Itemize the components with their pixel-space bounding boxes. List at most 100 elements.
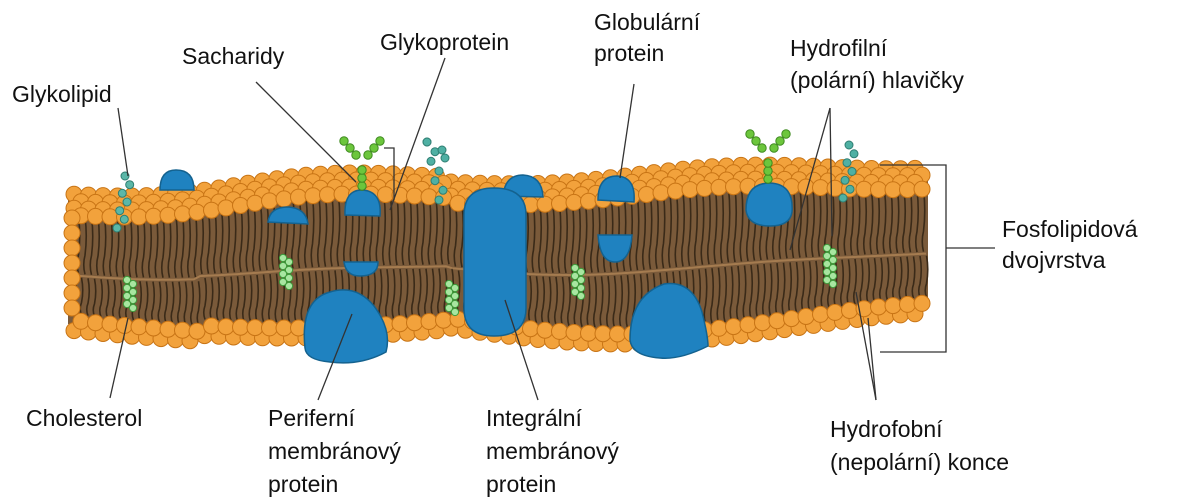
label-line: Hydrofilní — [790, 35, 888, 61]
sugar-bead — [776, 137, 784, 145]
label-line: Hydrofobní — [830, 416, 943, 442]
sugar-bead — [370, 144, 378, 152]
label-glycolipid: Glykolipid — [12, 81, 112, 107]
glycolipid-chain — [839, 194, 847, 202]
sugar-bead — [352, 151, 360, 159]
label-line: Glykoprotein — [380, 29, 509, 55]
glycolipid-chain — [116, 207, 124, 215]
phospholipid-head — [262, 193, 278, 209]
phospholipid-head — [64, 225, 80, 241]
glycolipid-chain — [435, 167, 443, 175]
phospholipid-head — [726, 319, 742, 335]
phospholipid-head — [131, 319, 147, 335]
phospholipid-head — [697, 180, 713, 196]
phospholipid-head — [581, 325, 597, 341]
phospholipid-head — [682, 182, 698, 198]
glycolipid-chain — [841, 176, 849, 184]
phospholipid-head — [247, 320, 263, 336]
phospholipid-head — [88, 315, 104, 331]
phospholipid-head — [755, 315, 771, 331]
glycolipid-chain — [427, 157, 435, 165]
phospholipid-head — [784, 311, 800, 327]
label-line: protein — [594, 40, 664, 66]
cholesterol-bead — [577, 292, 584, 299]
phospholipid-head — [581, 193, 597, 209]
phospholipid-head — [64, 240, 80, 256]
leader-line — [868, 318, 876, 400]
phospholipid-head — [566, 325, 582, 341]
phospholipid-head — [64, 255, 80, 271]
phospholipid-head — [131, 209, 147, 225]
phospholipid-head — [798, 309, 814, 325]
phospholipid-head — [305, 188, 321, 204]
label-cholesterol: Cholesterol — [26, 405, 142, 431]
phospholipid-head — [827, 180, 843, 196]
phospholipid-head — [537, 322, 553, 338]
phospholipid-head — [189, 323, 205, 339]
phospholipid-head — [146, 208, 162, 224]
phospholipid-head — [552, 196, 568, 212]
cholesterol-bead — [129, 304, 136, 311]
glycolipid-chain — [120, 215, 128, 223]
phospholipid-head — [262, 320, 278, 336]
glycolipid-chain — [126, 181, 134, 189]
label-line: protein — [486, 471, 556, 497]
sugar-bead — [764, 159, 772, 167]
label-bilayer: Fosfolipidová dvojvrstva — [1002, 216, 1138, 273]
phospholipid-head — [726, 179, 742, 195]
phospholipid-head — [218, 319, 234, 335]
phospholipid-head — [233, 198, 249, 214]
phospholipid-head — [711, 320, 727, 336]
label-glycoprotein: Glykoprotein — [380, 29, 509, 55]
phospholipid-head — [175, 322, 191, 338]
phospholipid-head — [566, 194, 582, 210]
phospholipid-head — [900, 296, 916, 312]
label-line: Cholesterol — [26, 405, 142, 431]
label-hydrophobic-tails: Hydrofobní (nepolární) konce — [830, 416, 1009, 475]
label-line: Fosfolipidová — [1002, 216, 1138, 242]
phospholipid-head — [247, 195, 263, 211]
phospholipid-head — [856, 181, 872, 197]
phospholipid-head — [64, 210, 80, 226]
label-line: (nepolární) konce — [830, 449, 1009, 475]
phospholipid-head — [711, 179, 727, 195]
sugar-bead — [758, 144, 766, 152]
phospholipid-head — [552, 323, 568, 339]
phospholipid-head — [378, 187, 394, 203]
glycolipid-chain — [843, 159, 851, 167]
label-line: membránový — [268, 438, 401, 464]
phospholipid-head — [421, 314, 437, 330]
phospholipid-head — [436, 312, 452, 328]
sugar-bead — [364, 151, 372, 159]
label-globular-protein: Globulárníprotein — [594, 9, 701, 66]
label-line: protein — [268, 471, 338, 497]
integral-membrane-protein — [464, 188, 526, 336]
peripheral-protein-top — [160, 170, 194, 190]
phospholipid-head — [653, 185, 669, 201]
phospholipid-head — [204, 318, 220, 334]
glycolipid-chain — [850, 150, 858, 158]
phospholipid-head — [102, 316, 118, 332]
sugar-bead — [770, 144, 778, 152]
cholesterol-bead — [285, 282, 292, 289]
sugar-bead — [752, 137, 760, 145]
phospholipid-head — [392, 316, 408, 332]
phospholipid-head — [885, 298, 901, 314]
phospholipid-head — [320, 187, 336, 203]
label-line: Sacharidy — [182, 43, 285, 69]
phospholipid-head — [914, 295, 930, 311]
phospholipid-head — [885, 182, 901, 198]
glycolipid-chain — [845, 141, 853, 149]
label-line: dvojvrstva — [1002, 247, 1106, 273]
membrane-structure — [64, 130, 930, 363]
phospholipid-head — [146, 320, 162, 336]
sugar-bead — [358, 174, 366, 182]
phospholipid-head — [233, 319, 249, 335]
label-line: Integrální — [486, 405, 583, 431]
phospholipid-head — [189, 204, 205, 220]
phospholipid-head — [610, 326, 626, 342]
glycolipid-chain — [118, 189, 126, 197]
phospholipid-head — [842, 303, 858, 319]
glycolipid-chain — [441, 154, 449, 162]
